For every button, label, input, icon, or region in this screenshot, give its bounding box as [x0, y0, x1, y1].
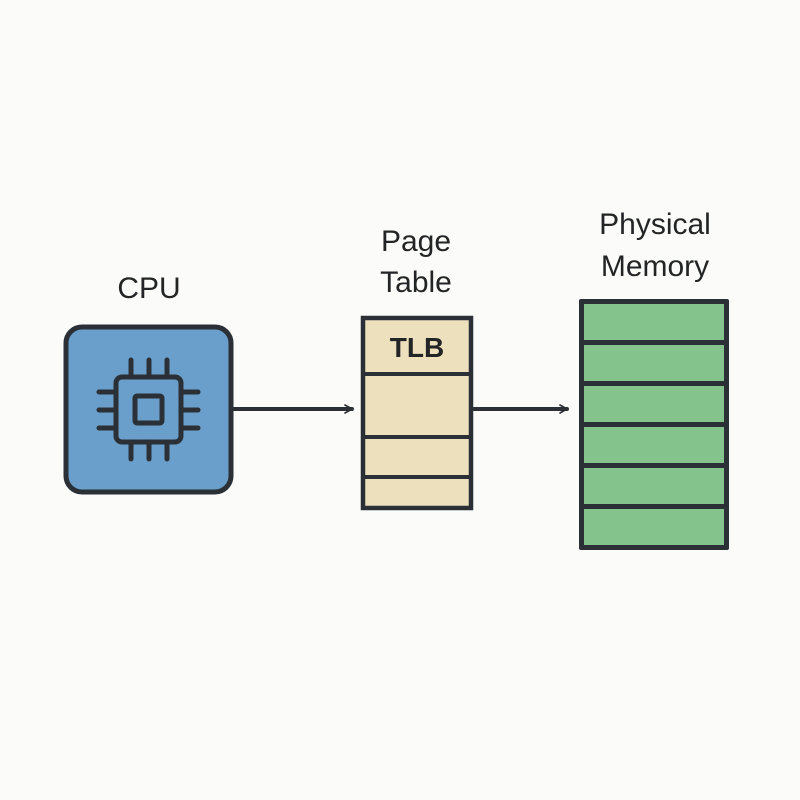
memory-frame-row: [584, 386, 724, 422]
page-table-block: TLB: [360, 315, 474, 511]
physical-memory-block: [579, 299, 729, 550]
page-table-label-line1: Page: [381, 225, 451, 258]
memory-frame-row: [584, 427, 724, 463]
physical-memory-label-line2: Memory: [601, 250, 709, 283]
page-table-label-line2: Table: [380, 266, 452, 299]
cpu-chip-icon: [96, 357, 201, 462]
cpu-label: CPU: [117, 272, 180, 305]
memory-frame-row: [584, 345, 724, 381]
memory-frame-row: [584, 304, 724, 340]
tlb-label: TLB: [390, 332, 444, 363]
memory-frame-row: [584, 468, 724, 504]
cpu-block: [63, 324, 234, 495]
memory-frame-row: [584, 509, 724, 545]
physical-memory-label-line1: Physical: [599, 208, 711, 241]
cpu-box: [63, 324, 234, 495]
